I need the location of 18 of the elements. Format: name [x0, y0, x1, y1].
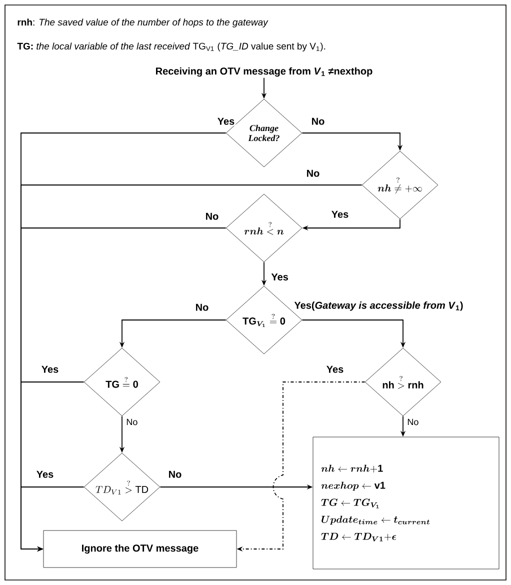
edge-label: No — [305, 168, 321, 178]
start-text: Receiving an OTV message from V$_{1}$ ≠nexthop — [156, 67, 372, 77]
edge-label: No — [406, 418, 420, 426]
edge-label: No — [194, 302, 210, 312]
note-text: rnh: The saved value of the number of hops to the gateway — [18, 18, 268, 28]
edge-label: Yes — [216, 116, 236, 126]
edge-label: Yes — [325, 364, 345, 374]
edge-label: No — [310, 116, 326, 126]
edge-label: No — [167, 470, 183, 479]
process-box: $\boldsymbol{nh}\leftarrow\boldsymbol{rnh}\mathbf{+1}$ $\boldsymbol{nexhop}\leftarrow\mathbf{v1}$ $\boldsymbol{TG}\leftarrow\boldsymbol{TG_{V_1}}$ $\boldsymbol{Update_{time}}\leftarrow\boldsymbol{t_{current}}$ $\boldsymbol{TD}\leftarrow\boldsymbol{TD_{V1}}\mathbf{+}\boldsymbol{\epsilon}$ — [312, 436, 500, 570]
process-box: Ignore the OTV message — [43, 530, 237, 568]
note-text: TG: the local variable of the last received TG$_{V1}$ (TG_ID value sent by V$_{1}$). — [17, 42, 326, 52]
edge-label: No — [204, 212, 220, 221]
edge-label: Yes — [330, 210, 350, 219]
edge-label: Yes — [35, 470, 55, 479]
edge-label: Yes — [270, 272, 290, 282]
edge-label: Yes — [40, 364, 60, 374]
edge-label: No — [125, 418, 139, 426]
